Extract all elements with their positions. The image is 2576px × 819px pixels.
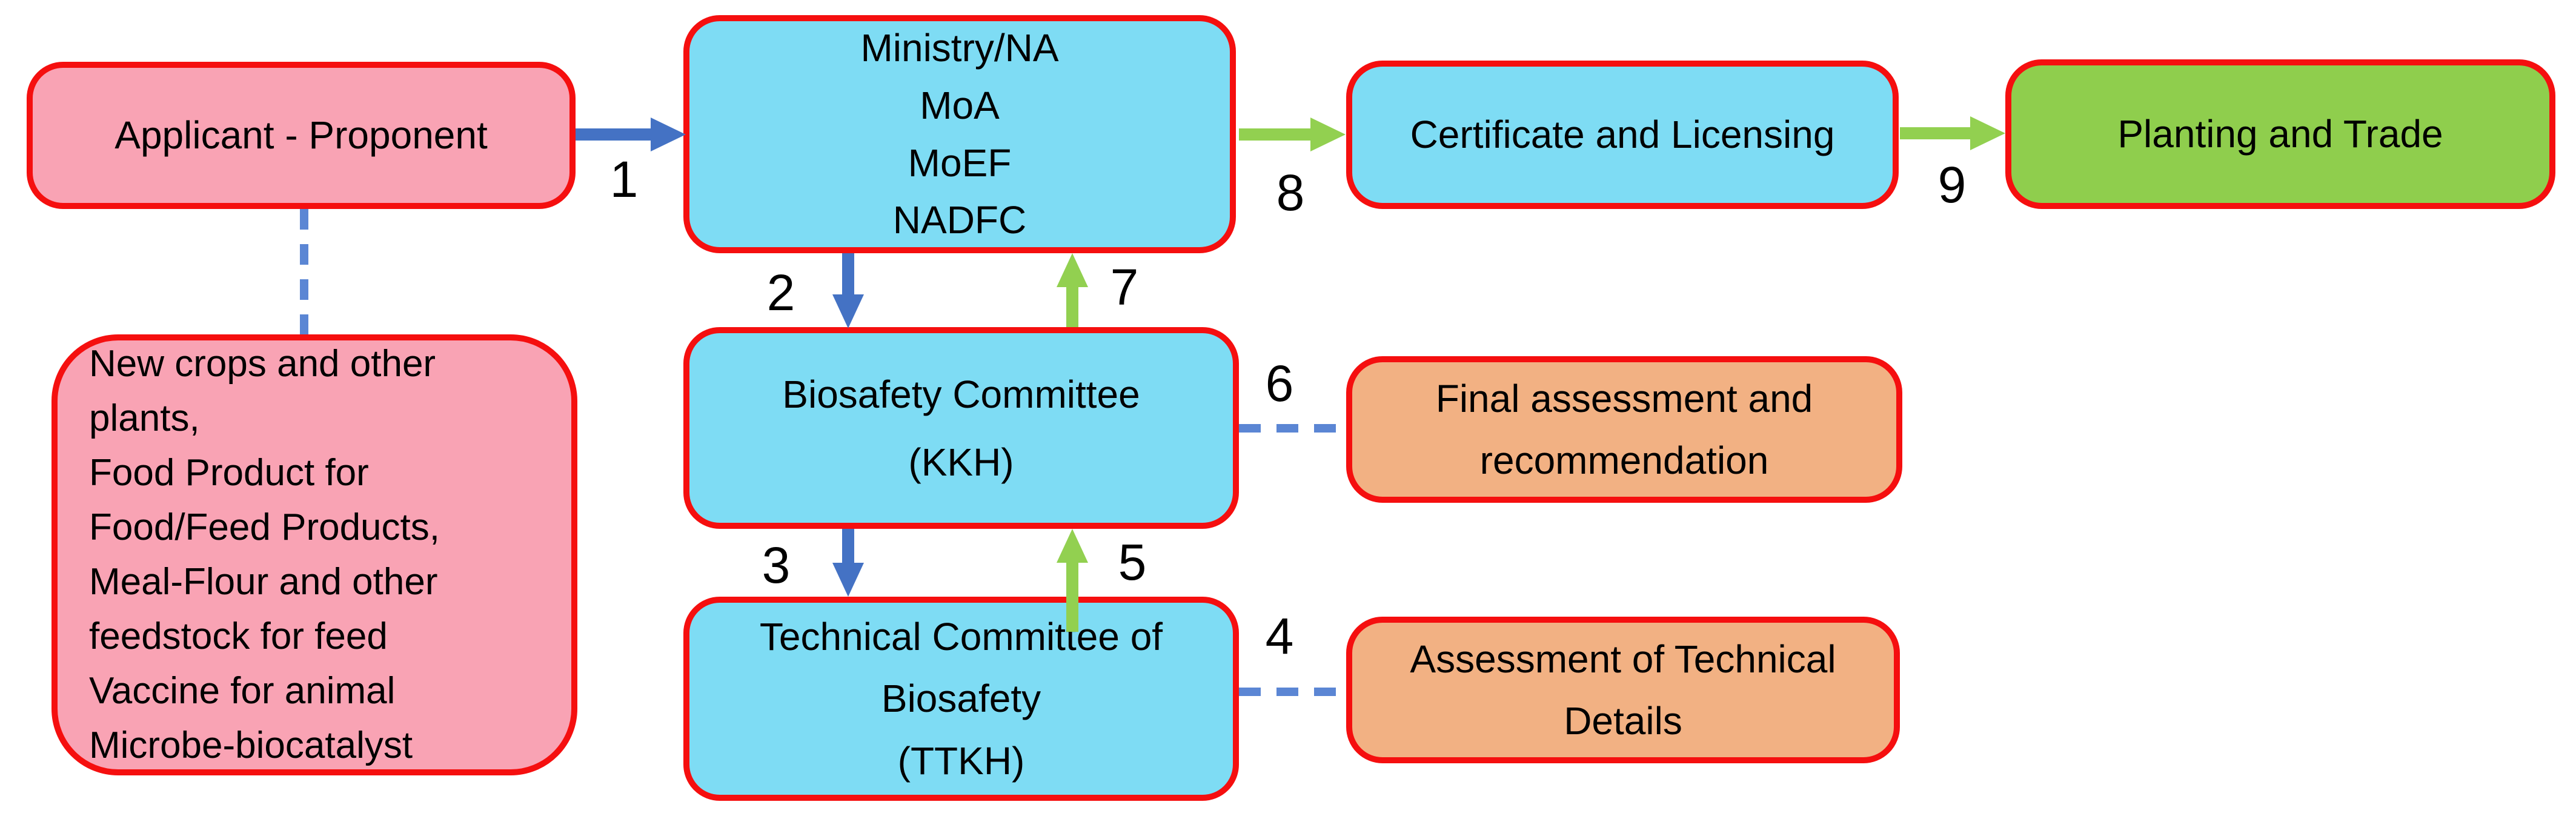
arrow-9-certificate-to-planting bbox=[1900, 127, 1973, 139]
step-number-1: 1 bbox=[609, 151, 639, 208]
step-number-5: 5 bbox=[1118, 534, 1147, 591]
ministry-label: Ministry/NA MoA MoEF NADFC bbox=[860, 26, 1059, 242]
planting-trade-label: Planting and Trade bbox=[2117, 112, 2443, 156]
arrow-2-ministry-to-kkh bbox=[842, 253, 854, 297]
applicant-proponent-label: Applicant - Proponent bbox=[115, 113, 488, 158]
applicant-proponent-box: Applicant - Proponent bbox=[27, 62, 576, 209]
product-scope-box: New crops and other plants, Food Product… bbox=[51, 334, 577, 775]
technical-committee-box: Technical Committee of Biosafety (TTKH) bbox=[683, 597, 1239, 801]
arrow-1-applicant-to-ministry bbox=[576, 128, 653, 141]
certificate-licensing-label: Certificate and Licensing bbox=[1410, 113, 1835, 157]
product-scope-label: New crops and other plants, Food Product… bbox=[89, 343, 440, 766]
step-number-8: 8 bbox=[1276, 164, 1305, 221]
step-number-6: 6 bbox=[1265, 355, 1294, 412]
dashed-connector-applicant-to-scope bbox=[300, 209, 308, 334]
arrow-9-head-icon bbox=[1970, 116, 2005, 150]
technical-committee-label: Technical Committee of Biosafety (TTKH) bbox=[759, 614, 1163, 783]
step-number-2: 2 bbox=[766, 264, 795, 321]
technical-assessment-box: Assessment of Technical Details bbox=[1346, 617, 1900, 763]
arrow-1-head-icon bbox=[651, 118, 686, 151]
arrow-8-head-icon bbox=[1310, 118, 1346, 151]
step-number-9: 9 bbox=[1937, 156, 1967, 213]
final-assessment-box: Final assessment and recommendation bbox=[1346, 356, 1902, 503]
arrow-2-head-icon bbox=[832, 294, 864, 328]
certificate-licensing-box: Certificate and Licensing bbox=[1346, 61, 1899, 209]
biosafety-committee-box: Biosafety Committee (KKH) bbox=[683, 327, 1239, 529]
planting-trade-box: Planting and Trade bbox=[2005, 59, 2555, 209]
dashed-connector-kkh-to-final-assessment bbox=[1239, 424, 1346, 433]
arrow-3-head-icon bbox=[832, 563, 864, 597]
step-number-4: 4 bbox=[1265, 608, 1294, 665]
final-assessment-label: Final assessment and recommendation bbox=[1435, 376, 1813, 482]
arrow-8-ministry-to-certificate bbox=[1239, 128, 1313, 141]
ministry-box: Ministry/NA MoA MoEF NADFC bbox=[683, 15, 1236, 253]
arrow-5-ttkh-to-kkh bbox=[1066, 560, 1078, 632]
technical-assessment-label: Assessment of Technical Details bbox=[1410, 637, 1836, 743]
step-number-7: 7 bbox=[1110, 259, 1139, 316]
arrow-7-kkh-to-ministry bbox=[1066, 285, 1078, 327]
biosafety-committee-label: Biosafety Committee (KKH) bbox=[782, 372, 1140, 484]
arrow-5-head-icon bbox=[1057, 529, 1088, 563]
arrow-3-kkh-to-ttkh bbox=[842, 529, 854, 565]
dashed-connector-ttkh-to-technical-assessment bbox=[1239, 688, 1346, 696]
step-number-3: 3 bbox=[762, 537, 791, 594]
arrow-7-head-icon bbox=[1057, 253, 1088, 287]
